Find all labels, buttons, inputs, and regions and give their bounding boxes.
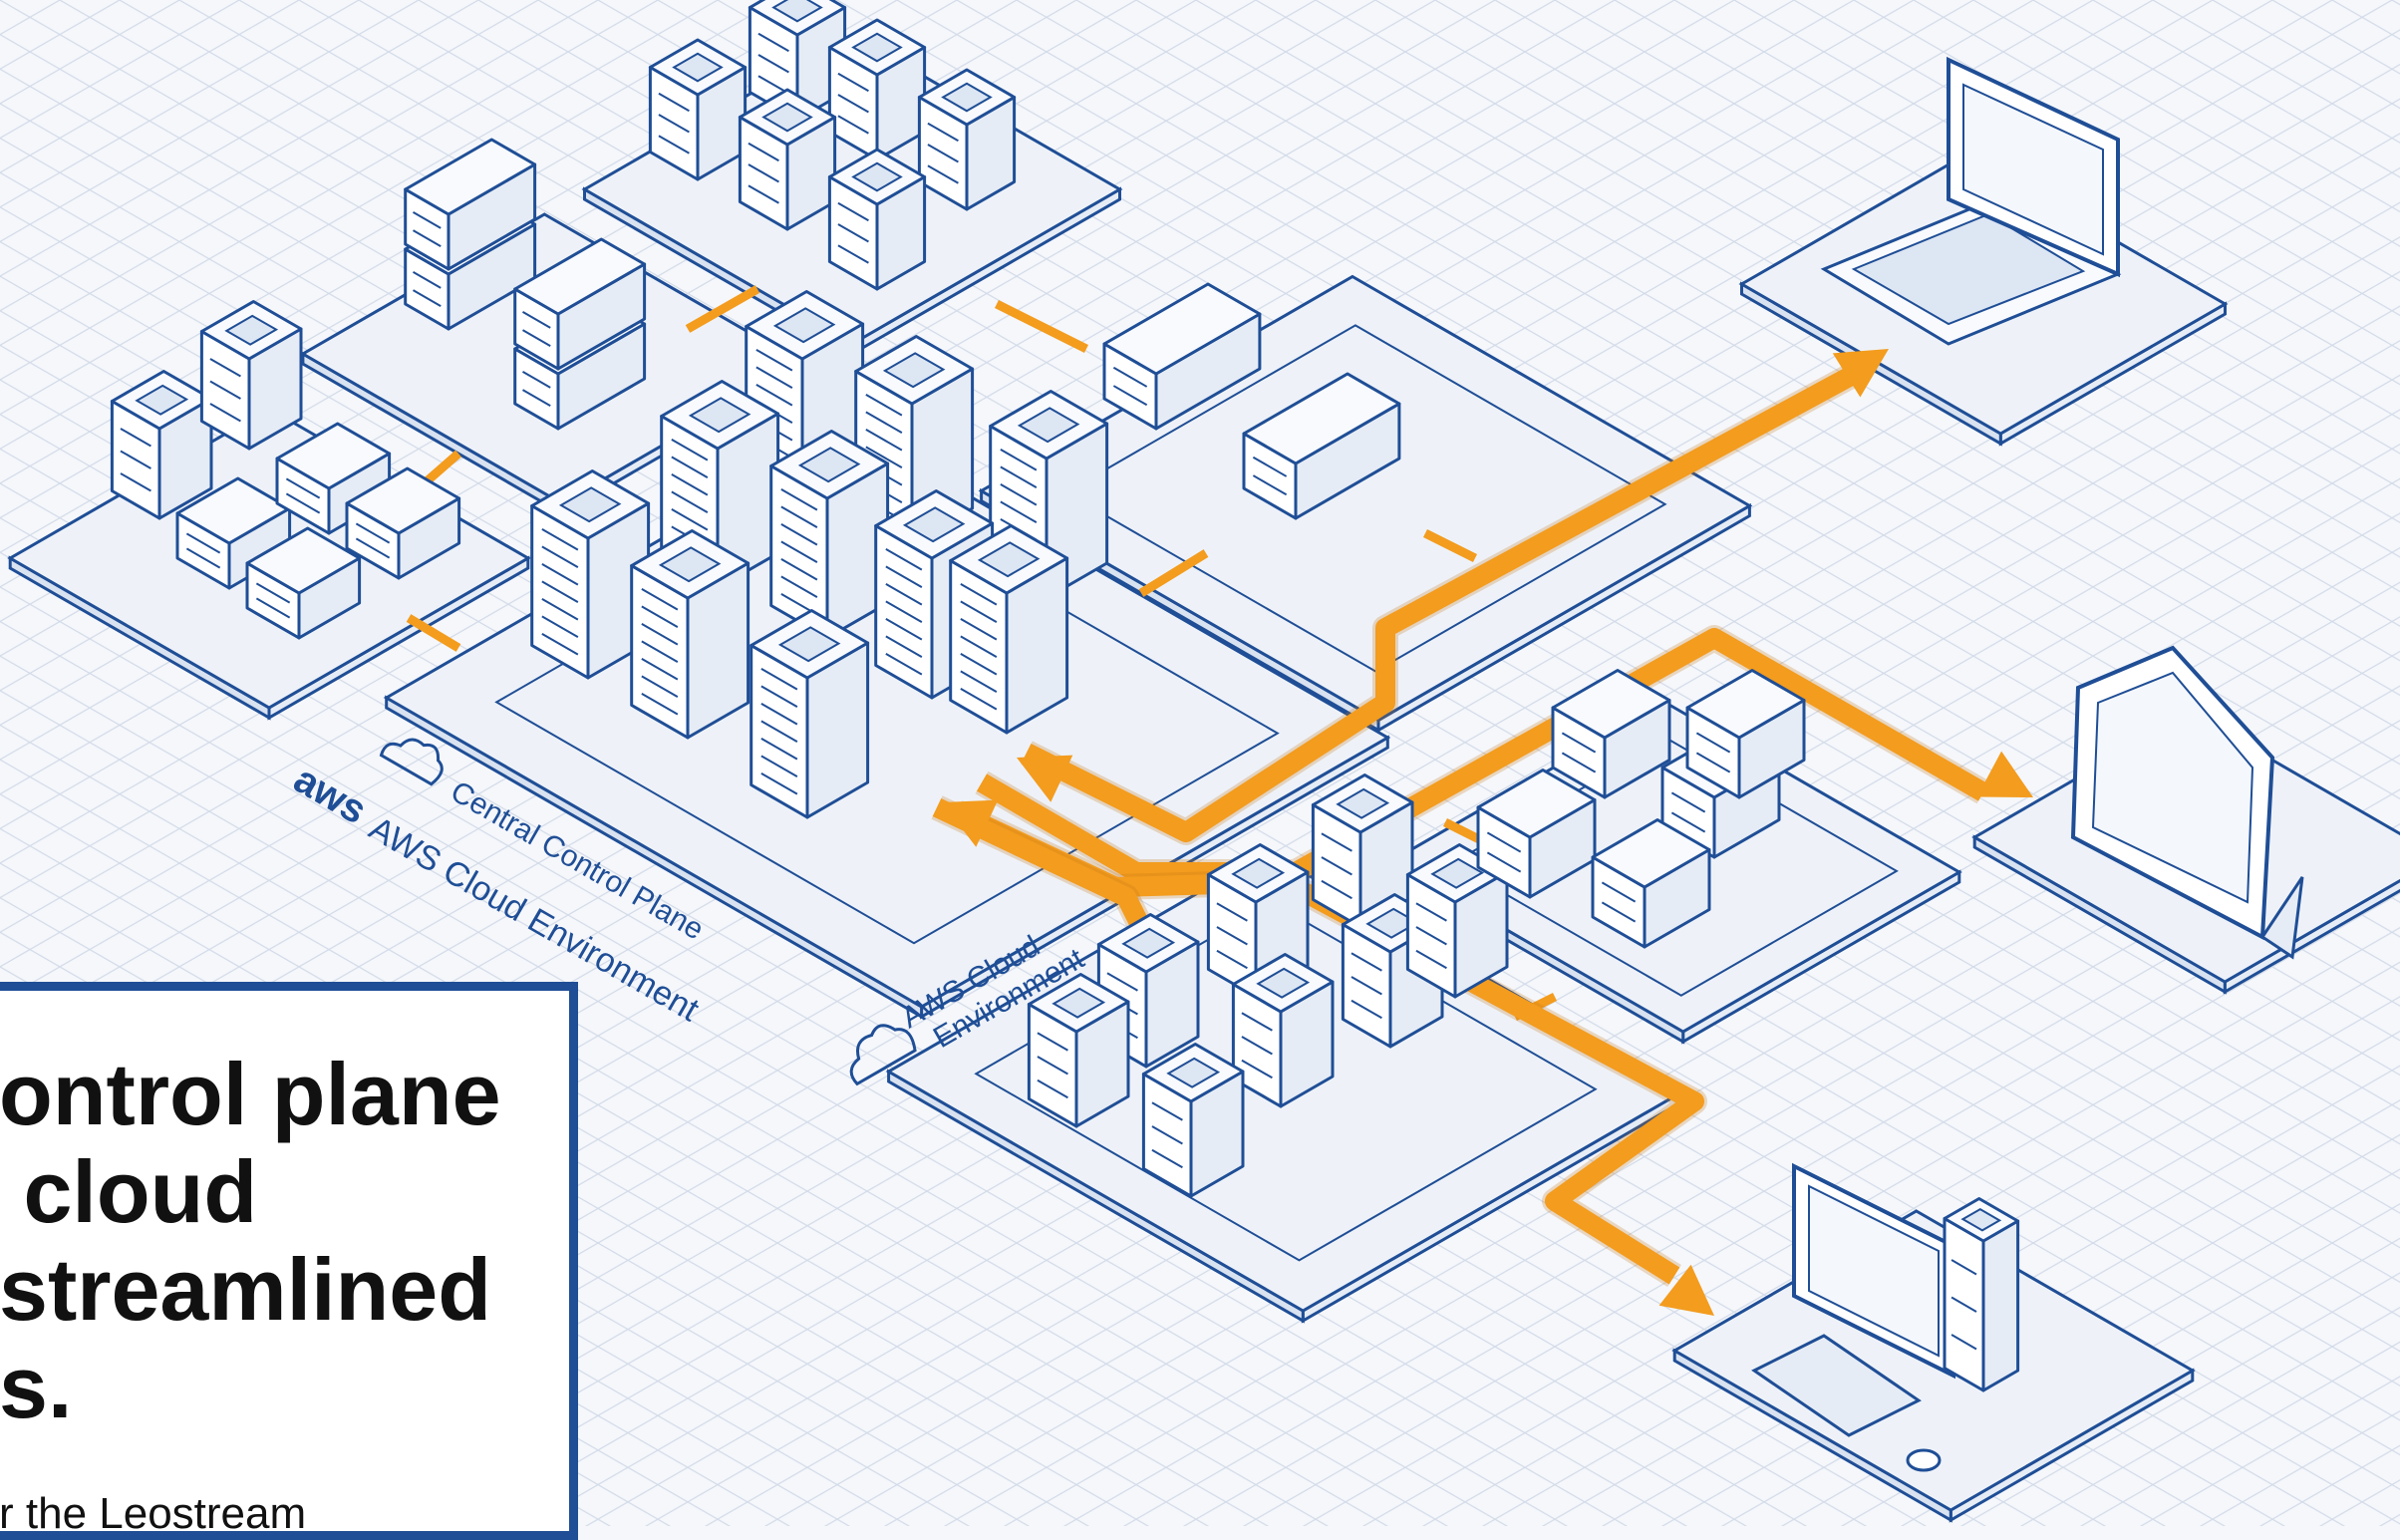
network-appliance-icon — [1476, 769, 1597, 899]
server-tower-icon — [1027, 973, 1130, 1128]
server-tower-icon — [827, 148, 927, 291]
link-connector — [406, 614, 461, 652]
network-appliance-icon — [1685, 669, 1806, 799]
network-appliance-icon — [1591, 818, 1711, 949]
arrow-head — [1658, 1264, 1714, 1316]
cloud-icon — [379, 738, 444, 786]
devices — [110, 0, 2304, 1472]
network-appliance-icon — [513, 237, 647, 371]
server-rack-icon — [949, 524, 1069, 735]
server-tower-icon — [648, 38, 748, 181]
link-connector — [1422, 528, 1478, 563]
server-tower-icon — [827, 18, 927, 161]
link-connector — [994, 299, 1089, 354]
server-tower-icon — [199, 300, 303, 451]
server-tower-icon — [1405, 843, 1509, 999]
arrow-head — [942, 799, 999, 847]
laptop-icon — [1820, 56, 2122, 346]
tablet-icon — [2070, 645, 2304, 960]
server-tower-icon — [738, 88, 837, 231]
server-rack-icon — [750, 609, 870, 819]
server-tower-icon — [917, 68, 1017, 211]
network-appliance-icon — [404, 138, 537, 271]
network-appliance-icon — [245, 526, 362, 640]
network-appliance-icon — [275, 422, 392, 535]
cloud-icon — [849, 1024, 917, 1086]
network-appliance-icon — [1102, 282, 1262, 431]
info-callout: ontrol plane cloud streamlined s. r the … — [0, 982, 578, 1540]
callout-headline: ontrol plane cloud streamlined s. — [0, 1046, 501, 1436]
network-appliance-icon — [345, 466, 461, 580]
arrow-head — [1832, 349, 1889, 398]
link-connector — [1138, 549, 1209, 597]
server-tower-icon — [1141, 1043, 1245, 1198]
callout-body: r the Leostream — [0, 1489, 307, 1538]
link-connector — [685, 285, 760, 333]
pc-tower-icon — [1943, 1197, 2020, 1392]
stream-to-laptop — [1021, 357, 1871, 845]
network-appliance-icon — [1242, 372, 1401, 520]
server-tower-icon — [1231, 953, 1335, 1108]
arrow-head — [1017, 755, 1073, 802]
arrow-head — [1976, 751, 2033, 797]
server-tower-icon — [110, 370, 213, 520]
server-rack-icon — [769, 430, 890, 640]
mouse-icon — [1906, 1448, 1942, 1472]
network-appliance-icon — [1551, 669, 1671, 799]
network-appliance-icon — [175, 476, 292, 590]
desktop-computer-icon — [1751, 1162, 2020, 1472]
server-rack-icon — [630, 529, 750, 740]
